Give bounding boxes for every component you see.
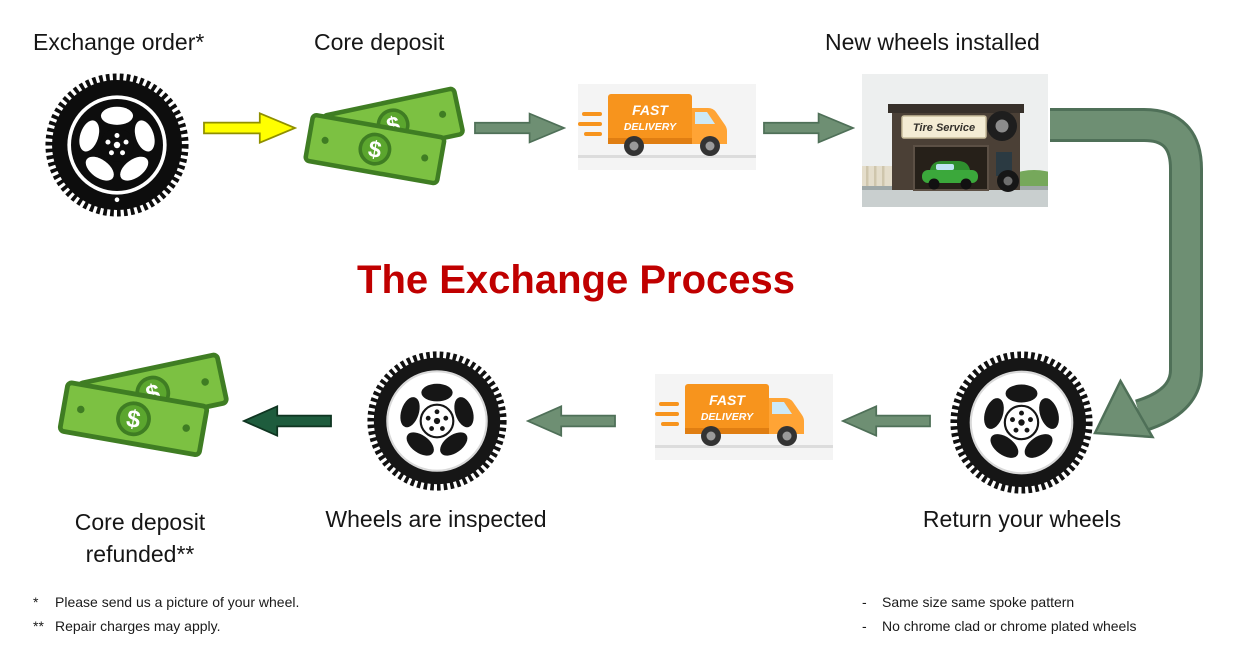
footnote-line: - Same size same spoke pattern: [862, 594, 1136, 610]
label-return-your-wheels: Return your wheels: [922, 506, 1122, 532]
money-icon-top: $ $: [303, 86, 465, 186]
money-icon-bottom: $ $: [57, 352, 229, 458]
truck-fast-text: FAST: [632, 102, 669, 118]
arrow-green-right-2: [763, 112, 855, 144]
delivery-truck-icon-bottom: FAST DELIVERY: [655, 374, 833, 460]
footnote-text: No chrome clad or chrome plated wheels: [882, 618, 1137, 634]
white-wheel-icon-inspected: [367, 351, 507, 491]
white-wheel-icon-return: [950, 351, 1093, 494]
label-core-deposit-refunded-line2: refunded**: [85, 541, 195, 568]
arrow-green-right-1: [474, 112, 566, 144]
footnotes-left: * Please send us a picture of your wheel…: [33, 594, 299, 634]
footnote-marker: -: [862, 594, 867, 610]
footnote-text: Repair charges may apply.: [55, 618, 221, 634]
arrow-green-left-2: [526, 404, 616, 438]
label-wheels-are-inspected: Wheels are inspected: [325, 506, 547, 532]
label-new-wheels-installed: New wheels installed: [825, 29, 1040, 55]
label-core-deposit: Core deposit: [314, 29, 445, 55]
diagram-title: The Exchange Process: [357, 258, 795, 302]
dollar-sign: $: [124, 405, 142, 434]
footnote-marker: *: [33, 594, 39, 610]
dollar-sign: $: [366, 135, 383, 163]
arrow-curved-down: [1050, 108, 1203, 439]
footnote-line: - No chrome clad or chrome plated wheels: [862, 618, 1136, 634]
delivery-truck-icon-top: FAST DELIVERY: [578, 84, 756, 170]
footnote-text: Please send us a picture of your wheel.: [55, 594, 300, 610]
arrow-green-left-1: [841, 404, 931, 438]
black-wheel-icon: [45, 73, 189, 217]
truck-fast-text: FAST: [709, 392, 746, 408]
label-core-deposit-refunded-line1: Core deposit: [74, 509, 206, 535]
arrow-dark-green-left: [242, 404, 332, 438]
footnotes-right: - Same size same spoke pattern - No chro…: [862, 594, 1136, 634]
label-exchange-order: Exchange order*: [33, 29, 205, 55]
footnote-line: * Please send us a picture of your wheel…: [33, 594, 299, 610]
truck-delivery-text: DELIVERY: [624, 121, 677, 133]
footnote-line: ** Repair charges may apply.: [33, 618, 299, 634]
tire-shop-icon: Tire Service: [862, 74, 1048, 207]
label-core-deposit-refunded: Core deposit refunded**: [40, 506, 240, 570]
truck-delivery-text: DELIVERY: [701, 411, 754, 423]
footnote-text: Same size same spoke pattern: [882, 594, 1075, 610]
footnote-marker: **: [33, 618, 44, 634]
footnote-marker: -: [862, 618, 867, 634]
arrow-yellow-right: [203, 111, 297, 145]
shop-sign-text: Tire Service: [913, 122, 975, 134]
